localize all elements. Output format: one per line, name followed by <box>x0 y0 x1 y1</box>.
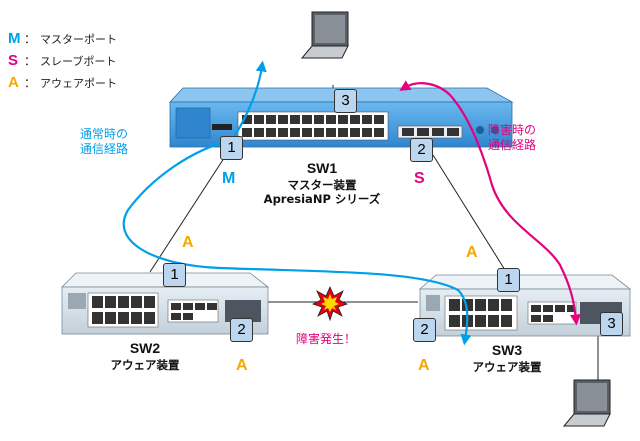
sw3-port3-badge: 3 <box>600 312 623 336</box>
sw2-port1-badge: 1 <box>163 263 186 287</box>
laptop-icon-top <box>300 11 349 59</box>
failure-path-line <box>399 80 581 326</box>
sw3-role-text: アウェア装置 <box>472 359 542 374</box>
legend-colon: ： <box>24 76 37 90</box>
sw2-port1-role: A <box>182 234 194 251</box>
sw1-master-role: M <box>222 170 236 187</box>
legend-text-aware: アウェアポート <box>40 77 118 90</box>
sw2-label: SW2 アウェア装置 <box>90 340 200 372</box>
sw1-port2-badge: 2 <box>410 138 433 162</box>
failure-occurred-label: 障害発生！ <box>296 332 357 346</box>
normal-path-label-line1: 通常時の <box>80 127 129 141</box>
sw1-label: SW1 マスター装置 ApresiaNP シリーズ <box>262 160 382 206</box>
normal-path-label-line2: 通信経路 <box>80 142 129 156</box>
legend-key-slave: S <box>8 52 19 69</box>
sw1-port3-badge: 3 <box>334 89 357 113</box>
legend-key-master: M <box>8 30 21 47</box>
laptop-icon-bottom <box>562 379 611 427</box>
sw3-port2-role: A <box>418 357 430 374</box>
sw3-name: SW3 <box>491 342 523 358</box>
sw3-port1-role: A <box>466 244 478 261</box>
failure-path-label-line1: 障害時の <box>488 123 537 137</box>
legend-text-master: マスターポート <box>40 33 118 46</box>
legend-colon: ： <box>24 54 37 68</box>
legend-key-aware: A <box>8 74 19 91</box>
normal-path-label: 通常時の 通信経路 <box>80 127 128 157</box>
sw3-label: SW3 アウェア装置 <box>452 342 562 374</box>
legend-item-aware: A ： アウェアポート <box>8 74 117 91</box>
sw2-role-text: アウェア装置 <box>110 357 180 372</box>
sw1-name: SW1 <box>306 160 338 176</box>
sw1-role-text: マスター装置 <box>287 177 357 192</box>
sw2-port2-badge: 2 <box>230 318 253 342</box>
legend-colon: ： <box>24 32 37 46</box>
sw1-slave-role: S <box>414 170 425 187</box>
link-sw1-sw2 <box>149 151 229 273</box>
legend-text-slave: スレーブポート <box>40 55 117 68</box>
failure-burst-icon <box>311 286 349 322</box>
legend-item-master: M ： マスターポート <box>8 30 117 47</box>
sw3-port1-badge: 1 <box>497 268 520 292</box>
legend-item-slave: S ： スレーブポート <box>8 52 116 69</box>
failure-path-label: 障害時の 通信経路 <box>488 123 536 153</box>
sw1-port1-badge: 1 <box>220 136 243 160</box>
sw2-port2-role: A <box>236 357 248 374</box>
failure-path-label-line2: 通信経路 <box>488 138 537 152</box>
sw3-port2-badge: 2 <box>413 318 436 342</box>
sw1-series-text: ApresiaNP シリーズ <box>263 191 381 206</box>
sw3-chassis <box>418 274 632 337</box>
sw2-name: SW2 <box>129 340 161 356</box>
